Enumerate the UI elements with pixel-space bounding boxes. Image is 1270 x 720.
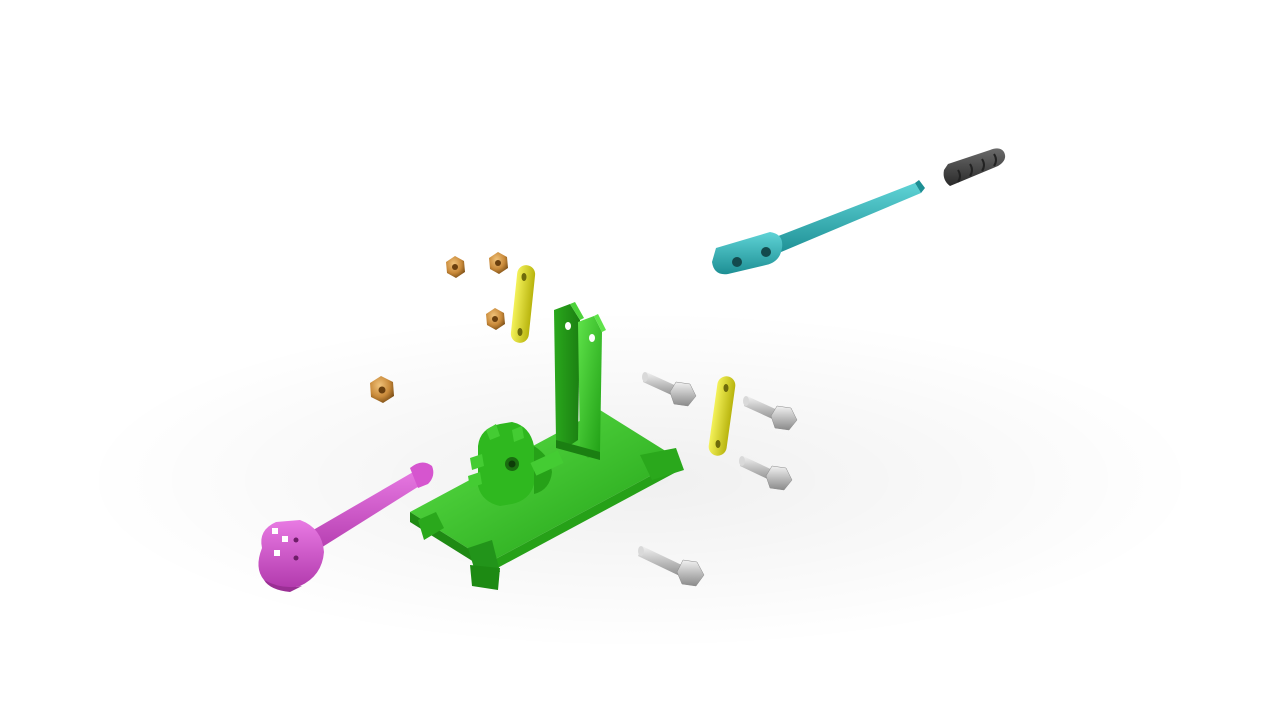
hex-bolt (638, 546, 705, 587)
yellow-link (708, 376, 736, 456)
hex-nut (486, 308, 505, 330)
hex-nut (370, 376, 394, 403)
hex-bolt (739, 456, 793, 491)
yellow-link (510, 265, 536, 343)
pink-lever (258, 462, 434, 592)
hex-nut (446, 256, 465, 278)
teal-handle (712, 180, 925, 275)
upright-bracket (554, 302, 606, 460)
rubber-grip (943, 148, 1006, 186)
ratchet-gear (468, 422, 564, 506)
hex-bolt (642, 372, 697, 407)
hex-bolt (743, 396, 798, 431)
hex-nut (489, 252, 508, 274)
